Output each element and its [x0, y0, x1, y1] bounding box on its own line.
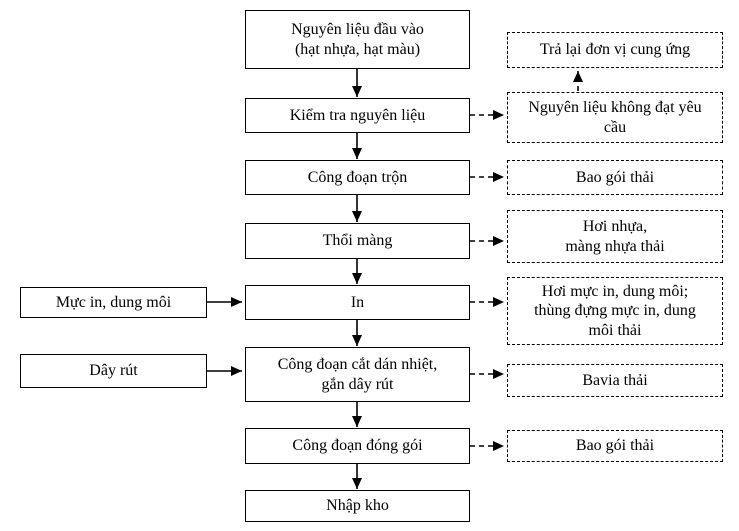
flow-step-label: Nguyên liệu đầu vào (hạt nhựa, hạt màu)	[291, 20, 424, 58]
flow-step-printing: In	[245, 285, 470, 320]
output-box-packaging-waste-1: Bao gói thải	[507, 160, 723, 195]
input-arrows	[207, 297, 242, 376]
flow-step-film-blowing: Thổi màng	[245, 223, 470, 259]
flow-step-inspection: Kiểm tra nguyên liệu	[245, 98, 470, 133]
output-box-packaging-waste-2: Bao gói thải	[507, 430, 723, 462]
output-box-burr-waste: Bavia thải	[507, 364, 723, 397]
output-label: Hơi nhựa, màng nhựa thải	[565, 217, 665, 255]
flow-step-label: Kiểm tra nguyên liệu	[289, 106, 426, 124]
output-box-return-supplier: Trả lại đơn vị cung ứng	[507, 32, 723, 68]
input-label: Mực in, dung môi	[55, 293, 172, 311]
output-label: Nguyên liệu không đạt yêu cầu	[528, 98, 702, 136]
input-label: Dây rút	[89, 362, 138, 380]
flow-step-raw-materials: Nguyên liệu đầu vào (hạt nhựa, hạt màu)	[245, 10, 470, 69]
output-label: Bao gói thải	[575, 437, 655, 455]
output-label: Hơi mực in, dung môi; thùng đựng mực in,…	[534, 282, 696, 339]
input-box-drawstring: Dây rút	[20, 354, 207, 388]
output-box-ink-solvent-waste: Hơi mực in, dung môi; thùng đựng mực in,…	[507, 277, 723, 345]
output-label: Trả lại đơn vị cung ứng	[539, 41, 691, 59]
input-box-ink-solvent: Mực in, dung môi	[20, 287, 207, 318]
output-label: Bavia thải	[582, 371, 648, 389]
output-box-rejected-materials: Nguyên liệu không đạt yêu cầu	[507, 92, 723, 143]
output-label: Bao gói thải	[575, 168, 655, 186]
flow-step-label: Công đoạn cắt dán nhiệt, gắn dây rút	[277, 355, 438, 393]
waste-arrows	[470, 71, 583, 451]
flow-step-heat-cut-seal: Công đoạn cắt dán nhiệt, gắn dây rút	[245, 347, 470, 402]
flow-step-label: Thổi màng	[322, 232, 393, 250]
flow-step-mixing: Công đoạn trộn	[245, 160, 470, 195]
flow-step-label: In	[350, 293, 365, 311]
flow-step-label: Công đoạn đóng gói	[292, 437, 423, 455]
output-box-plastic-fume-film-waste: Hơi nhựa, màng nhựa thải	[507, 210, 723, 263]
flow-step-label: Nhập kho	[326, 497, 389, 515]
flow-step-warehouse: Nhập kho	[245, 490, 470, 522]
flow-step-label: Công đoạn trộn	[307, 168, 408, 186]
flow-step-packing: Công đoạn đóng gói	[245, 428, 470, 464]
